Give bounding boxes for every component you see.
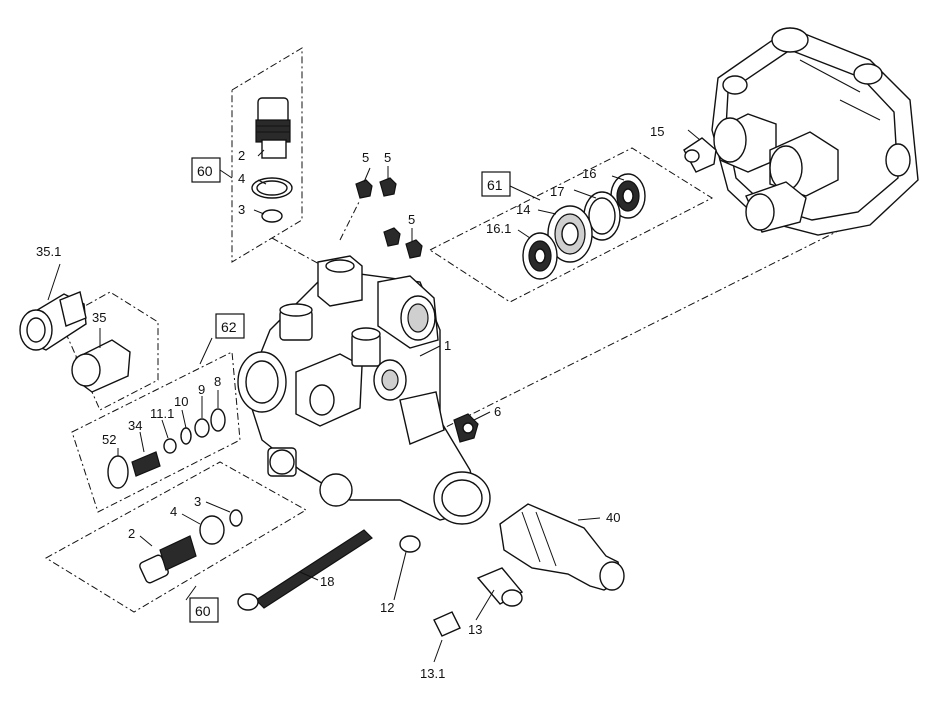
label-52: 52 (102, 432, 116, 447)
label-6: 6 (494, 404, 501, 419)
leaders (47, 129, 701, 663)
label-1: 1 (444, 338, 451, 353)
plug-6 (453, 413, 479, 443)
label-4-top: 4 (238, 171, 245, 186)
part-10 (180, 427, 192, 445)
seal-16-1 (522, 232, 558, 280)
fitting-35-1 (19, 291, 87, 351)
part-11-1 (163, 438, 177, 454)
ring-3-bottom (229, 509, 243, 527)
label-34: 34 (128, 418, 142, 433)
label-16: 16 (582, 166, 596, 181)
label-9: 9 (198, 382, 205, 397)
label-40: 40 (606, 510, 620, 525)
svg-text:60: 60 (197, 163, 213, 179)
label-17: 17 (550, 184, 564, 199)
oring-17 (583, 191, 621, 241)
svg-text:62: 62 (221, 319, 237, 335)
svg-text:60: 60 (195, 603, 211, 619)
fitting-13-1 (433, 611, 461, 637)
bolt-18 (237, 529, 373, 611)
label-12: 12 (380, 600, 394, 615)
kit60-bottom-outline (45, 461, 308, 613)
kit61-outline (428, 147, 714, 303)
label-8: 8 (214, 374, 221, 389)
spring-34 (131, 451, 161, 477)
label-5-c: 5 (408, 212, 415, 227)
label-4-bottom: 4 (170, 504, 177, 519)
seal-14 (547, 205, 593, 263)
oring-4-bottom (199, 515, 225, 545)
label-5-a: 5 (362, 150, 369, 165)
oring-52 (107, 455, 129, 489)
manifold-body (237, 255, 491, 525)
label-13-1: 13.1 (420, 666, 445, 681)
kit60-top-outline (231, 47, 303, 263)
plug-5-a (355, 179, 373, 199)
label-5-b: 5 (384, 150, 391, 165)
label-16-1: 16.1 (486, 221, 511, 236)
washer-12 (399, 535, 421, 553)
label-3-bottom: 3 (194, 494, 201, 509)
svg-text:61: 61 (487, 177, 503, 193)
kit-label-60-bottom: 60 (189, 597, 219, 623)
label-35-1: 35.1 (36, 244, 61, 259)
plug-5-b (379, 177, 397, 197)
plug-5-c (383, 227, 401, 247)
oring-4-top-inner (256, 180, 288, 196)
label-3-top: 3 (238, 202, 245, 217)
axis-line-valve (339, 199, 361, 241)
kit-label-61: 61 (481, 171, 511, 197)
label-18: 18 (320, 574, 334, 589)
label-2-top: 2 (238, 148, 245, 163)
label-11-1: 11.1 (150, 406, 174, 421)
plug-5-d (405, 239, 423, 259)
label-10: 10 (174, 394, 188, 409)
valve-2-bottom (139, 535, 197, 584)
valve-2-top (255, 97, 291, 159)
part-8 (210, 408, 226, 432)
unloader-40 (499, 503, 625, 591)
kit-label-60-top: 60 (191, 157, 221, 183)
kit62-outline (71, 351, 241, 513)
label-14: 14 (516, 202, 530, 217)
ring-3-top (261, 209, 283, 223)
kit-label-62: 62 (215, 313, 245, 339)
part-15 (683, 137, 717, 173)
axis-line-rear (419, 229, 841, 441)
fitting-13 (476, 567, 524, 607)
label-35: 35 (92, 310, 106, 325)
plug-35 (71, 339, 131, 393)
label-2-bottom: 2 (128, 526, 135, 541)
label-13: 13 (468, 622, 482, 637)
kit35-outline (59, 291, 159, 411)
pump-head-housing (711, 27, 919, 236)
part-9 (194, 418, 210, 438)
label-15: 15 (650, 124, 664, 139)
bearing-16 (610, 173, 646, 219)
